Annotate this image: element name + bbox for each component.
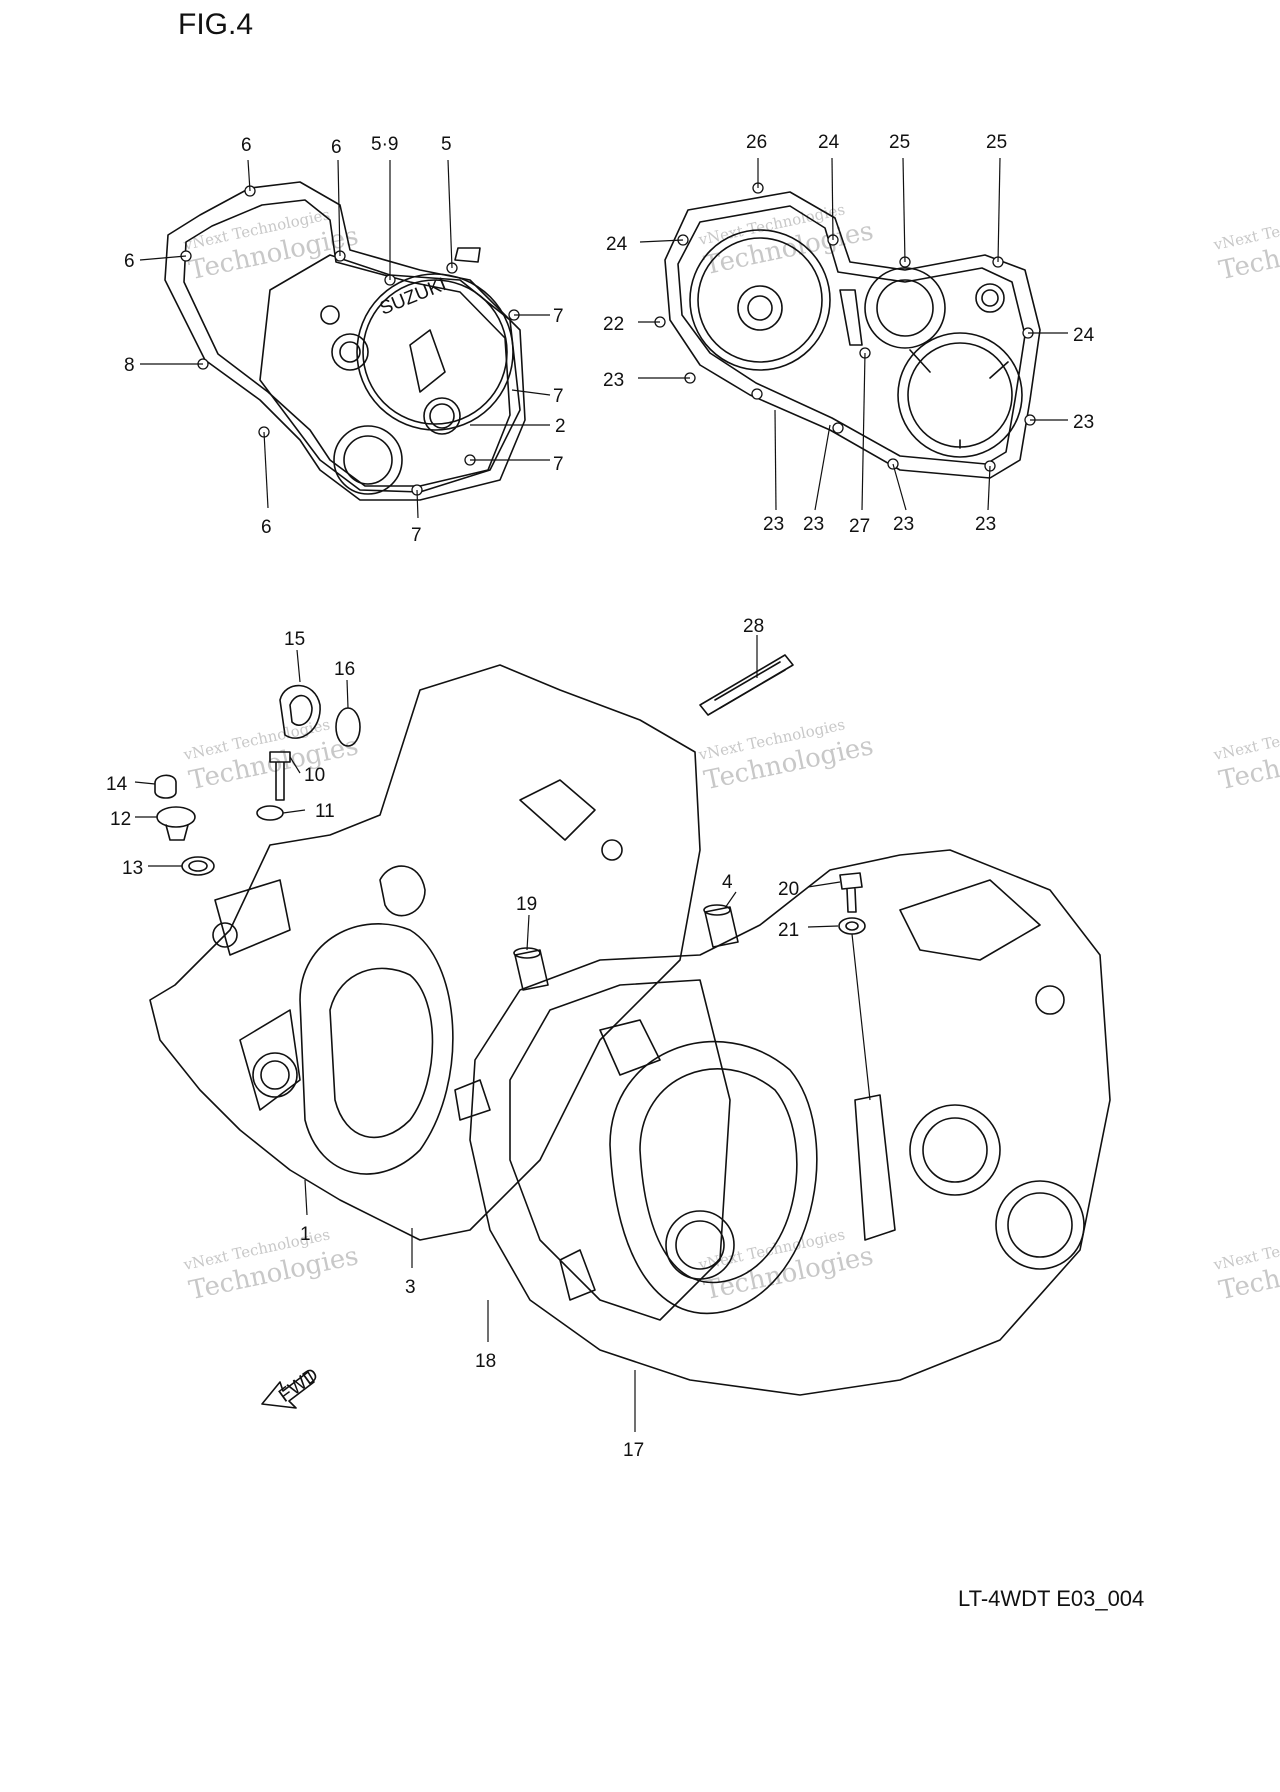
callout-5-9: 5·9 [371, 134, 398, 155]
dowel-pin-4 [704, 906, 739, 948]
left-cover-gasket [164, 181, 526, 501]
bolt-20 [839, 872, 863, 913]
callout-19: 19 [516, 894, 537, 915]
fwd-label: FWD [275, 1364, 322, 1406]
bolt-10 [269, 751, 291, 801]
callout-17: 17 [623, 1440, 644, 1461]
callout-24: 24 [818, 132, 840, 153]
callout-6: 6 [331, 137, 342, 158]
callout-23: 23 [1073, 412, 1094, 433]
breather-plate-28 [699, 654, 794, 716]
dowel-pin-19 [514, 949, 549, 991]
callout-20: 20 [778, 879, 799, 900]
right-cover-gasket [664, 191, 1041, 479]
callout-22: 22 [603, 314, 624, 335]
diagram-reference-code: LT-4WDT E03_004 [958, 1586, 1145, 1611]
bolt-dot [832, 422, 844, 434]
callout-27: 27 [849, 516, 870, 537]
callout-28: 28 [743, 616, 764, 637]
callout-23: 23 [763, 514, 784, 535]
callout-25: 25 [889, 132, 910, 153]
washer-13 [181, 856, 215, 876]
fwd-arrow: FWD [261, 1364, 322, 1409]
washer-11 [256, 805, 284, 821]
callout-10: 10 [304, 765, 325, 786]
right-magneto-cover [689, 229, 1023, 458]
crankcase-left-half [149, 664, 701, 1241]
callout-25: 25 [986, 132, 1007, 153]
callout-23: 23 [603, 370, 624, 391]
callout-21: 21 [778, 920, 799, 941]
callout-6: 6 [261, 517, 272, 538]
callout-7: 7 [411, 525, 422, 546]
cap-14 [154, 774, 177, 799]
callout-24: 24 [1073, 325, 1095, 346]
callout-23: 23 [975, 514, 996, 535]
callout-24: 24 [606, 234, 628, 255]
figure-title: FIG.4 [178, 8, 254, 41]
callout-7: 7 [553, 454, 564, 475]
washer-21 [838, 917, 866, 935]
callout-16: 16 [334, 659, 355, 680]
callout-13: 13 [122, 858, 143, 879]
callout-8: 8 [124, 355, 135, 376]
callout-6: 6 [124, 251, 135, 272]
oil-seal-15 [279, 684, 321, 739]
callout-5: 5 [441, 134, 452, 155]
callout-18: 18 [475, 1351, 496, 1372]
callout-23: 23 [893, 514, 914, 535]
callout-11: 11 [315, 801, 335, 822]
callout-7: 7 [553, 306, 564, 327]
callout-12: 12 [110, 809, 131, 830]
watermark-group: vNext Technologies Technologies vNext Te… [181, 200, 1280, 1306]
drain-plug-12 [156, 806, 196, 828]
callout-4: 4 [722, 872, 733, 893]
callout-26: 26 [746, 132, 767, 153]
callout-6: 6 [241, 135, 252, 156]
callout-14: 14 [106, 774, 128, 795]
callout-23: 23 [803, 514, 824, 535]
bolt-dot [751, 388, 763, 400]
callout-3: 3 [405, 1277, 416, 1298]
callout-15: 15 [284, 629, 305, 650]
leader-lines [134, 157, 1068, 1432]
callout-labels: 6 6 5·9 5 6 8 6 7 7 2 7 7 26 24 25 25 24… [106, 132, 1095, 1461]
callout-1: 1 [300, 1224, 311, 1245]
callout-7: 7 [553, 386, 564, 407]
small-parts [154, 654, 866, 991]
callout-2: 2 [555, 416, 566, 437]
